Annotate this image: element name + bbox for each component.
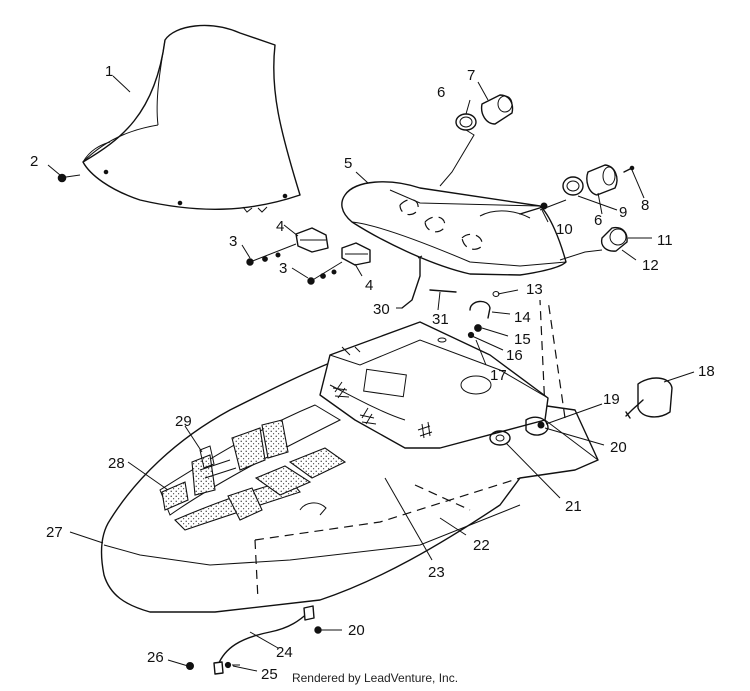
callout-labels: 1 2 3 3 4 4 5 6 6 7 8 9 10 11 12 13 14 1…	[30, 63, 715, 683]
callout-8: 8	[641, 197, 649, 214]
gauge-9	[586, 164, 618, 196]
callout-15: 15	[514, 331, 531, 348]
callout-27: 27	[46, 524, 63, 541]
leader-lines	[69, 75, 695, 672]
callout-22: 22	[473, 537, 490, 554]
callout-7: 7	[467, 67, 475, 84]
callout-18: 18	[698, 363, 715, 380]
nut-15	[474, 324, 482, 332]
callout-10: 10	[556, 221, 573, 238]
gauge-ring-6-top	[455, 113, 477, 131]
bracket-4a	[295, 227, 329, 253]
mirror-mount-19	[525, 416, 549, 436]
callout-31: 31	[432, 311, 449, 328]
callout-25: 25	[261, 666, 278, 683]
callout-14: 14	[514, 309, 531, 326]
cable-24	[186, 605, 322, 675]
callout-30: 30	[373, 301, 390, 318]
callout-21: 21	[565, 498, 582, 515]
callout-13: 13	[526, 281, 543, 298]
callout-23: 23	[428, 564, 445, 581]
vent-grille	[159, 404, 347, 531]
mirror-18	[625, 377, 673, 419]
callout-5: 5	[344, 155, 352, 172]
callout-1: 1	[105, 63, 113, 80]
callout-12: 12	[642, 257, 659, 274]
callout-11: 11	[657, 232, 673, 249]
callout-26: 26	[147, 649, 164, 666]
screw-10	[519, 202, 548, 215]
pin-31	[429, 289, 457, 293]
gauge-11	[600, 226, 628, 252]
grommet-21	[489, 430, 511, 446]
callout-19: 19	[603, 391, 620, 408]
callout-6b: 6	[594, 212, 602, 229]
callout-17: 17	[490, 367, 507, 384]
hood-cowl	[319, 321, 549, 449]
gauge-ring-6-right	[562, 176, 584, 196]
callout-3b: 3	[279, 260, 287, 277]
screw-8	[623, 165, 635, 173]
callout-6a: 6	[437, 84, 445, 101]
callout-9: 9	[619, 204, 627, 221]
screw-2	[47, 164, 81, 183]
callout-29: 29	[175, 413, 192, 430]
callout-20a: 20	[610, 439, 627, 456]
callout-28: 28	[108, 455, 125, 472]
credit-text: Rendered by LeadVenture, Inc.	[291, 671, 459, 685]
callout-20b: 20	[348, 622, 365, 639]
instrument-panel	[341, 181, 567, 276]
bracket-14	[469, 300, 491, 319]
windshield	[82, 24, 301, 213]
callout-24: 24	[276, 644, 293, 661]
callout-2: 2	[30, 153, 38, 170]
cable-30	[401, 255, 423, 309]
fasteners-3	[246, 243, 343, 285]
callout-4b: 4	[365, 277, 373, 294]
callout-16: 16	[506, 347, 523, 364]
callout-4a: 4	[276, 218, 284, 235]
callout-3a: 3	[229, 233, 237, 250]
bracket-4b	[341, 242, 371, 266]
gauge-7	[480, 94, 514, 125]
